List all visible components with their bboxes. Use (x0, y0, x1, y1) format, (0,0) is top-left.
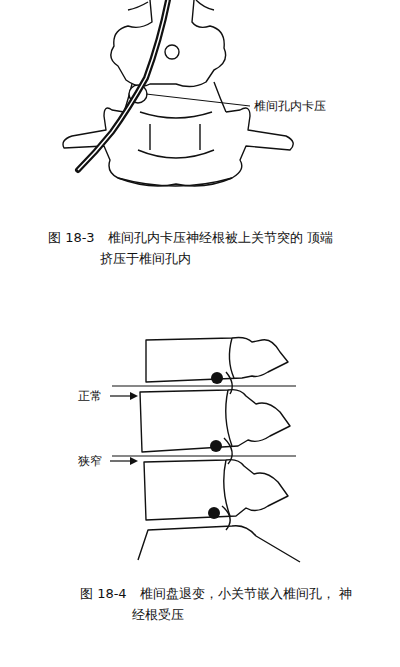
callout-label: 椎间孔内卡压 (254, 98, 326, 114)
state-label: 正常 (78, 388, 102, 404)
state-label: 狭窄 (78, 453, 102, 469)
figure-caption: 图 18-3 椎间孔内卡压神经根被上关节突的 顶端挤压于椎间孔内 (48, 228, 340, 270)
figure-caption: 图 18-4 椎间盘退变，小关节嵌入椎间孔， 神经根受压 (80, 584, 354, 626)
